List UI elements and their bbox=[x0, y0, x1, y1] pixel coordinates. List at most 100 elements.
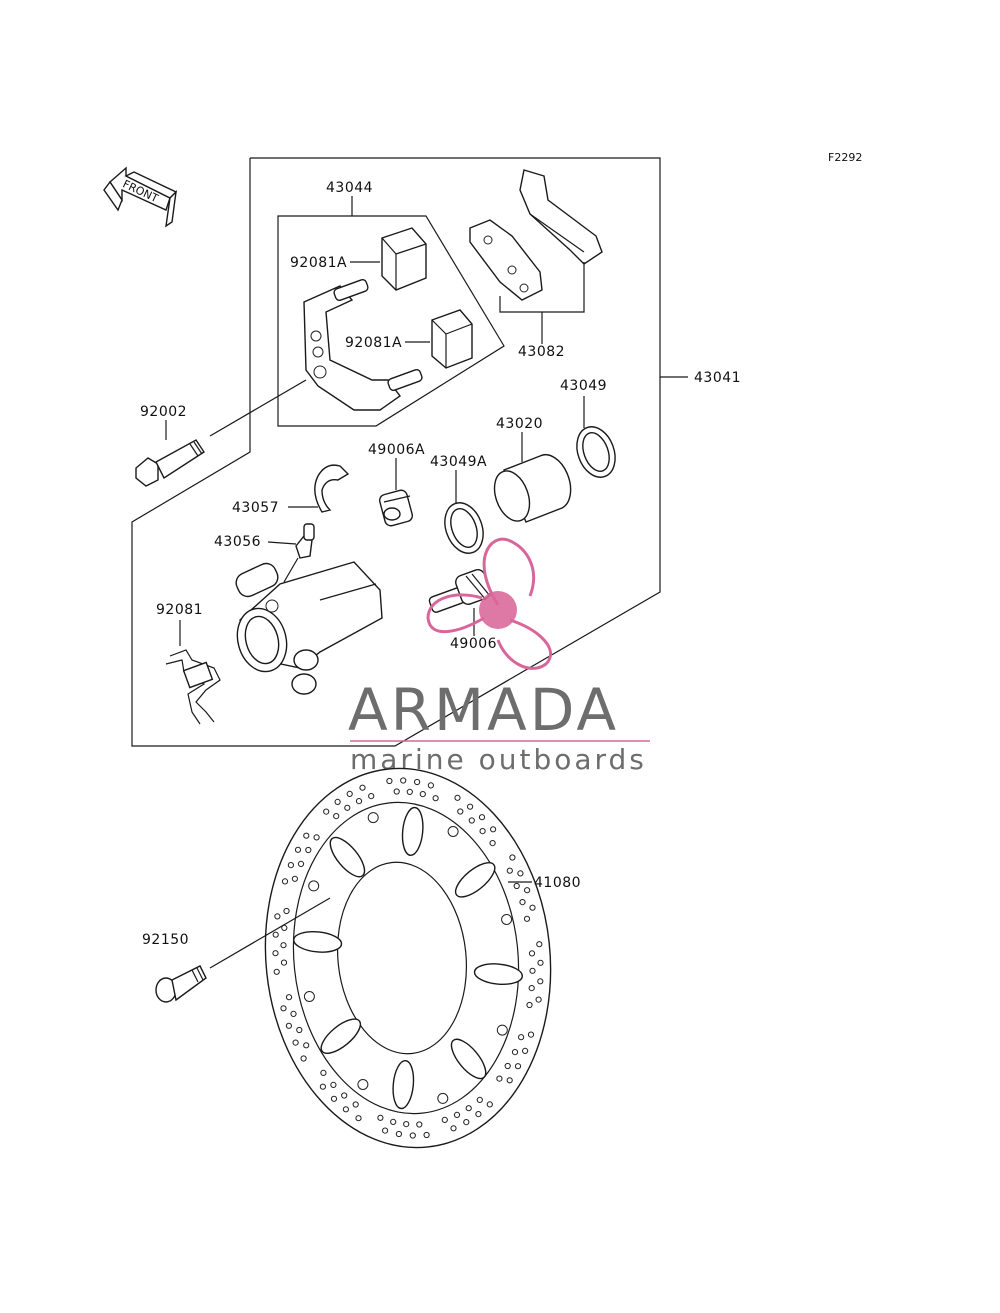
disc-drill-hole bbox=[526, 1001, 533, 1009]
disc-drill-hole bbox=[291, 875, 298, 882]
label-92081: 92081 bbox=[156, 602, 203, 618]
disc-drill-hole bbox=[529, 904, 536, 911]
disc-drill-hole bbox=[297, 860, 305, 868]
disc-drill-hole bbox=[475, 1111, 482, 1118]
pad-spring-clip-lower bbox=[431, 309, 473, 369]
disc-drill-hole bbox=[506, 867, 513, 874]
disc-drill-hole bbox=[517, 870, 524, 877]
disc-drill-hole bbox=[535, 996, 542, 1003]
label-92081A-lower: 92081A bbox=[345, 335, 402, 351]
label-43020: 43020 bbox=[496, 416, 543, 432]
disc-drill-hole bbox=[283, 907, 290, 915]
caliper-assembly-outline bbox=[131, 157, 661, 747]
label-43041: 43041 bbox=[694, 370, 741, 386]
label-92081A-upper: 92081A bbox=[290, 255, 347, 271]
label-43082: 43082 bbox=[518, 344, 565, 360]
disc-drill-hole bbox=[527, 1031, 535, 1038]
disc-drill-hole bbox=[427, 782, 434, 789]
disc-mount-hole bbox=[308, 880, 320, 892]
watermark-brand: ARMADA bbox=[348, 676, 619, 744]
disc-drill-hole bbox=[476, 1096, 483, 1104]
disc-drill-hole bbox=[346, 790, 353, 798]
disc-drill-hole bbox=[355, 1115, 362, 1122]
disc-drill-hole bbox=[506, 1077, 513, 1084]
disc-drill-hole bbox=[285, 994, 293, 1001]
disc-drill-hole bbox=[524, 887, 531, 894]
disc-carrier-slot bbox=[320, 1018, 362, 1055]
disc-drill-hole bbox=[341, 1092, 348, 1099]
disc-drill-hole bbox=[537, 959, 544, 966]
disc-drill-hole bbox=[294, 846, 302, 853]
label-92002: 92002 bbox=[140, 404, 187, 420]
bracket-assembly-outline bbox=[277, 215, 505, 427]
disc-drill-hole bbox=[382, 1127, 389, 1134]
disc-mount-hole bbox=[437, 1092, 449, 1104]
disc-drill-hole bbox=[504, 1062, 511, 1070]
caliper-bolt bbox=[135, 439, 205, 487]
disc-drill-hole bbox=[441, 1116, 448, 1124]
caliper-spring bbox=[165, 649, 221, 725]
disc-drill-hole bbox=[274, 913, 281, 920]
disc-drill-hole bbox=[285, 1022, 292, 1029]
disc-drill-hole bbox=[359, 784, 366, 791]
label-41080: 41080 bbox=[534, 875, 581, 891]
disc-drill-hole bbox=[296, 1026, 303, 1034]
disc-drill-hole bbox=[453, 1111, 461, 1119]
disc-drill-hole bbox=[432, 795, 439, 802]
disc-drill-hole bbox=[292, 1039, 299, 1046]
disc-carrier-slot bbox=[329, 836, 366, 878]
brake-disc bbox=[264, 767, 552, 1149]
label-43056: 43056 bbox=[214, 534, 261, 550]
disc-drill-hole bbox=[509, 854, 516, 861]
disc-mount-hole bbox=[367, 812, 379, 824]
disc-drill-hole bbox=[514, 1063, 522, 1070]
disc-drill-hole bbox=[281, 878, 289, 885]
disc-drill-hole bbox=[490, 826, 497, 833]
disc-drill-hole bbox=[273, 968, 280, 975]
disc-drill-hole bbox=[537, 978, 544, 985]
disc-drill-hole bbox=[518, 1034, 525, 1041]
disc-drill-hole bbox=[465, 1105, 472, 1112]
disc-drill-hole bbox=[280, 959, 288, 966]
disc-drill-hole bbox=[467, 803, 474, 810]
brake-pad-set bbox=[469, 169, 603, 301]
disc-drill-hole bbox=[272, 950, 279, 957]
disc-drill-hole bbox=[342, 1106, 349, 1113]
disc-drill-hole bbox=[529, 967, 536, 974]
disc-drill-hole bbox=[330, 1081, 337, 1089]
disc-drill-hole bbox=[523, 915, 531, 922]
disc-drill-hole bbox=[403, 1121, 410, 1128]
piston-seal bbox=[576, 426, 616, 478]
disc-drill-hole bbox=[478, 814, 486, 821]
disc-drill-hole bbox=[290, 1010, 297, 1018]
label-43044: 43044 bbox=[326, 180, 373, 196]
disc-drill-hole bbox=[377, 1114, 384, 1121]
disc-mount-hole bbox=[447, 826, 459, 837]
disc-drill-hole bbox=[323, 808, 330, 815]
disc-drill-hole bbox=[303, 832, 310, 839]
disc-drill-hole bbox=[320, 1069, 327, 1077]
disc-drill-hole bbox=[486, 1101, 493, 1108]
disc-bolt bbox=[155, 965, 207, 1003]
disc-drill-holes bbox=[272, 777, 544, 1139]
disc-drill-hole bbox=[272, 931, 279, 938]
disc-drill-hole bbox=[522, 1047, 529, 1055]
disc-drill-hole bbox=[344, 804, 351, 811]
disc-drill-hole bbox=[352, 1101, 359, 1108]
label-49006: 49006 bbox=[450, 636, 497, 652]
disc-drill-hole bbox=[334, 798, 341, 806]
disc-drill-hole bbox=[414, 778, 421, 786]
disc-drill-hole bbox=[513, 882, 520, 890]
disc-drill-hole bbox=[319, 1083, 326, 1090]
disc-carrier-slots bbox=[292, 806, 524, 1110]
disc-drill-hole bbox=[479, 828, 486, 835]
reference-code: F2292 bbox=[828, 151, 862, 164]
disc-carrier-slot bbox=[473, 963, 524, 986]
disc-carrier-slot bbox=[401, 806, 424, 857]
label-43049: 43049 bbox=[560, 378, 607, 394]
disc-drill-hole bbox=[303, 1042, 310, 1049]
disc-mount-hole bbox=[501, 914, 513, 925]
label-92150: 92150 bbox=[142, 932, 189, 948]
disc-drill-hole bbox=[528, 985, 535, 992]
